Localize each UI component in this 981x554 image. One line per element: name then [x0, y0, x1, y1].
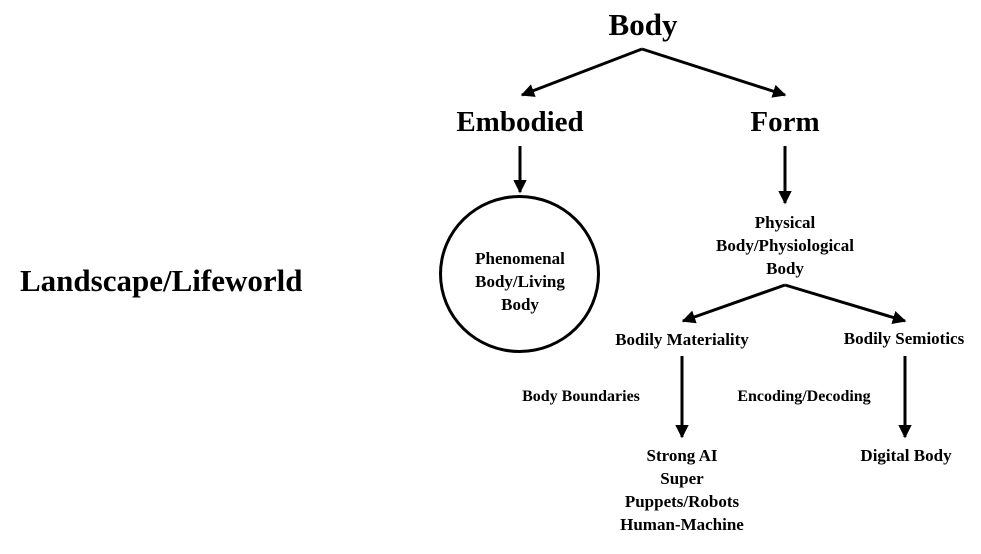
strong-ai-line-3: Puppets/Robots — [624, 492, 740, 511]
strong-ai-line-2: Super — [660, 469, 704, 488]
node-strong-ai: Strong AI Super Puppets/Robots Human-Mac… — [620, 444, 744, 536]
strong-ai-line-1: Strong AI — [646, 446, 718, 465]
node-landscape-lifeworld: Landscape/Lifeworld — [20, 263, 303, 298]
phenomenal-line-1: Phenomenal — [475, 249, 565, 268]
strong-ai-line-4: Human-Machine — [620, 515, 744, 534]
phenomenal-line-2: Body/Living — [475, 272, 565, 291]
edge-label-body-boundaries: Body Boundaries — [522, 388, 640, 405]
edge-body-form — [641, 47, 787, 98]
node-physical: Physical Body/Physiological Body — [716, 211, 854, 280]
edge-physical-materiality — [681, 283, 786, 324]
node-phenomenal-circle — [439, 195, 600, 353]
phenomenal-line-3: Body — [501, 295, 539, 314]
physical-line-2: Body/Physiological — [716, 236, 854, 255]
edge-body-embodied — [520, 47, 643, 97]
node-phenomenal: Phenomenal Body/Living Body — [475, 247, 565, 316]
node-body: Body — [608, 7, 678, 42]
edge-label-encoding-decoding: Encoding/Decoding — [737, 388, 871, 405]
node-bodily-semiotics: Bodily Semiotics — [843, 329, 965, 348]
physical-line-1: Physical — [754, 213, 816, 232]
physical-line-3: Body — [766, 259, 804, 278]
node-bodily-materiality: Bodily Materiality — [615, 330, 749, 349]
edge-physical-semiotics — [784, 283, 907, 324]
node-form: Form — [750, 106, 820, 138]
node-digital-body: Digital Body — [860, 446, 952, 465]
node-embodied: Embodied — [456, 106, 584, 138]
